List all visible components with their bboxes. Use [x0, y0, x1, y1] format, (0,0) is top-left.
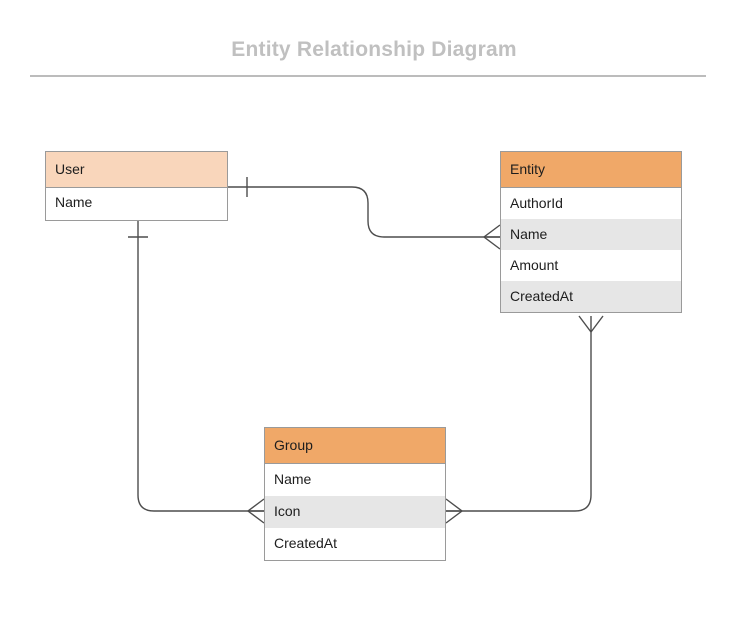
entity-table-entity[interactable]: Entity AuthorId Name Amount CreatedAt: [500, 151, 682, 313]
title-divider: [30, 75, 706, 77]
relationship-entity-group: [445, 315, 604, 524]
page-title: Entity Relationship Diagram: [231, 38, 517, 61]
entity-field-group-name[interactable]: Name: [265, 463, 445, 496]
relationship-user-group: [128, 220, 265, 524]
entity-table-user[interactable]: User Name: [45, 151, 228, 221]
entity-field-entity-name[interactable]: Name: [501, 218, 681, 250]
entity-field-entity-authorid[interactable]: AuthorId: [501, 187, 681, 219]
entity-field-group-createdat[interactable]: CreatedAt: [265, 527, 445, 560]
relationship-user-entity: [228, 177, 501, 250]
entity-field-group-icon[interactable]: Icon: [265, 495, 445, 528]
entity-field-entity-amount[interactable]: Amount: [501, 249, 681, 281]
entity-field-entity-createdat[interactable]: CreatedAt: [501, 280, 681, 312]
entity-field-user-name[interactable]: Name: [46, 187, 227, 220]
connector-line-entity-group: [446, 332, 592, 512]
entity-table-group-title: Group: [265, 428, 445, 464]
connector-line-user-entity: [228, 186, 500, 238]
connector-line-user-group: [137, 220, 264, 512]
entity-table-user-title: User: [46, 152, 227, 188]
entity-table-group[interactable]: Group Name Icon CreatedAt: [264, 427, 446, 561]
entity-table-entity-title: Entity: [501, 152, 681, 188]
